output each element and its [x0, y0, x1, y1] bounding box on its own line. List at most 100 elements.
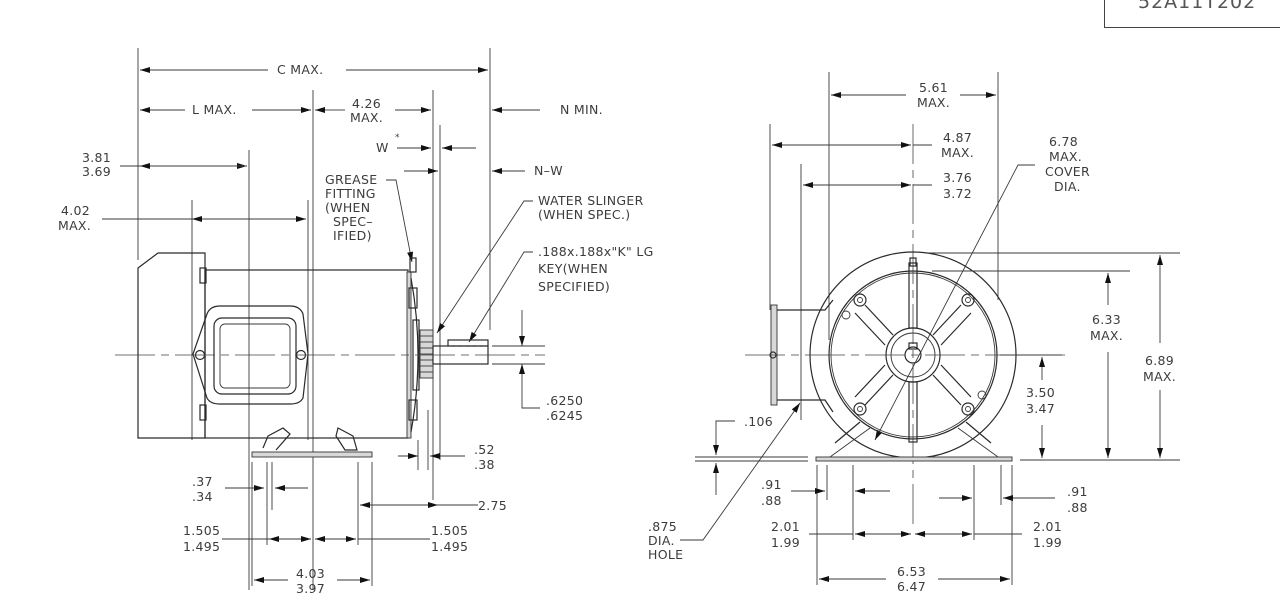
l-max-label: L MAX.	[192, 102, 237, 117]
dim-3-76: 3.76 3.72	[803, 170, 972, 201]
svg-text:(WHEN SPEC.): (WHEN SPEC.)	[538, 207, 630, 222]
svg-text:.34: .34	[192, 489, 213, 504]
dim-3-81-lower: 3.69	[82, 164, 111, 179]
svg-text:6.33: 6.33	[1092, 312, 1121, 327]
svg-text:3.50: 3.50	[1026, 385, 1055, 400]
dim-3-81: 3.81 3.69	[82, 150, 247, 179]
svg-text:MAX.: MAX.	[1090, 328, 1123, 343]
svg-text:3.76: 3.76	[943, 170, 972, 185]
svg-text:.88: .88	[1067, 500, 1088, 515]
svg-text:.37: .37	[192, 474, 213, 489]
svg-text:SPECIFIED): SPECIFIED)	[538, 279, 610, 294]
dim-1-505: 1.505 1.495 1.505 1.495	[183, 523, 468, 554]
hole-note: .875 DIA. HOLE	[648, 402, 801, 562]
svg-text:MAX.: MAX.	[917, 95, 950, 110]
dim-6-89: 6.89 MAX.	[1143, 255, 1176, 458]
svg-text:.52: .52	[474, 442, 495, 457]
svg-text:.91: .91	[761, 477, 782, 492]
dim-4-03: 4.03 3.97	[254, 566, 370, 596]
dim-5-61: 5.61 MAX.	[831, 80, 996, 110]
svg-text:1.505: 1.505	[183, 523, 220, 538]
svg-text:6.78: 6.78	[1049, 134, 1078, 149]
dim-91-right: .91 .88	[939, 484, 1088, 515]
dim-w: W *	[376, 133, 476, 155]
svg-text:DIA.: DIA.	[1054, 179, 1081, 194]
svg-text:.106: .106	[744, 414, 773, 429]
dim-3-81-upper: 3.81	[82, 150, 111, 165]
dim-l-max: L MAX.	[140, 102, 330, 117]
svg-text:5.61: 5.61	[919, 80, 948, 95]
svg-text:KEY(WHEN: KEY(WHEN	[538, 261, 608, 276]
svg-text:3.47: 3.47	[1026, 401, 1055, 416]
svg-text:SPEC–: SPEC–	[333, 214, 373, 229]
dim-4-26-value: 4.26	[352, 96, 381, 111]
dim-4-02-value: 4.02	[61, 203, 90, 218]
dim-n-min: N MIN.	[492, 102, 603, 117]
svg-text:(WHEN: (WHEN	[325, 200, 370, 215]
dim-4-02: 4.02 MAX.	[58, 200, 306, 440]
dim-4-26: 4.26 MAX.	[330, 96, 431, 125]
svg-text:MAX.: MAX.	[1143, 369, 1176, 384]
key-note: .188x.188x"K" LG KEY(WHEN SPECIFIED)	[468, 244, 654, 343]
dim-52-38: .52 .38	[398, 410, 495, 472]
svg-text:1.495: 1.495	[431, 539, 468, 554]
w-asterisk: *	[395, 133, 400, 143]
grease-fitting-note: GREASE FITTING (WHEN SPEC– IFIED)	[325, 172, 414, 263]
dim-n-w: N–W	[404, 163, 563, 178]
svg-text:WATER SLINGER: WATER SLINGER	[538, 193, 644, 208]
n-min-label: N MIN.	[560, 102, 603, 117]
dim-4-02-max: MAX.	[58, 218, 91, 233]
svg-text:6.89: 6.89	[1145, 353, 1174, 368]
c-max-label: C MAX.	[277, 62, 323, 77]
dim-106: .106	[695, 414, 808, 495]
dim-6-53: 6.53 6.47	[819, 564, 1010, 594]
svg-text:1.495: 1.495	[183, 539, 220, 554]
dim-37-34: .37 .34	[192, 474, 308, 504]
motor-end-face	[769, 251, 1017, 462]
svg-text:GREASE: GREASE	[325, 172, 377, 187]
svg-text:2.01: 2.01	[771, 519, 800, 534]
side-view: C MAX. L MAX. 4.26 MAX. N MIN. W *	[58, 48, 654, 596]
svg-text:2.75: 2.75	[478, 498, 507, 513]
dim-3-50: 3.50 3.47	[1000, 354, 1062, 458]
dim-91-left: .91 .88	[761, 477, 890, 508]
dim-2-75: 2.75	[360, 498, 507, 513]
svg-text:4.87: 4.87	[943, 130, 972, 145]
svg-text:6.53: 6.53	[897, 564, 926, 579]
dim-4-87: 4.87 MAX.	[772, 130, 974, 160]
svg-text:1.99: 1.99	[771, 535, 800, 550]
n-w-label: N–W	[534, 163, 563, 178]
svg-text:MAX.: MAX.	[941, 145, 974, 160]
w-label: W	[376, 140, 389, 155]
dim-2-01: 2.01 1.99 2.01 1.99	[771, 519, 1062, 550]
water-slinger-note: WATER SLINGER (WHEN SPEC.)	[436, 193, 644, 334]
svg-text:COVER: COVER	[1045, 164, 1090, 179]
svg-text:6.47: 6.47	[897, 579, 926, 594]
svg-text:.91: .91	[1067, 484, 1088, 499]
svg-text:.6250: .6250	[546, 393, 583, 408]
svg-text:.88: .88	[761, 493, 782, 508]
cover-dia-note: 6.78 MAX. COVER DIA.	[874, 134, 1090, 441]
svg-text:MAX.: MAX.	[1049, 149, 1082, 164]
svg-text:2.01: 2.01	[1033, 519, 1062, 534]
dim-4-26-max: MAX.	[350, 110, 383, 125]
svg-text:DIA.: DIA.	[648, 533, 675, 548]
svg-text:3.97: 3.97	[296, 581, 325, 596]
svg-text:4.03: 4.03	[296, 566, 325, 581]
svg-text:HOLE: HOLE	[648, 547, 683, 562]
svg-text:.875: .875	[648, 519, 677, 534]
svg-text:1.99: 1.99	[1033, 535, 1062, 550]
svg-text:.6245: .6245	[546, 408, 583, 423]
title-block	[1104, 0, 1280, 28]
svg-text:3.72: 3.72	[943, 186, 972, 201]
svg-text:1.505: 1.505	[431, 523, 468, 538]
svg-text:.188x.188x"K" LG: .188x.188x"K" LG	[538, 244, 654, 259]
svg-text:FITTING: FITTING	[325, 186, 376, 201]
drawing-number: 52A11T202	[1138, 0, 1257, 13]
svg-text:IFIED): IFIED)	[333, 228, 372, 243]
dim-shaft-dia: .6250 .6245	[492, 310, 583, 423]
svg-text:.38: .38	[474, 457, 495, 472]
dim-c-max: C MAX.	[140, 62, 488, 77]
dim-6-33: 6.33 MAX.	[1090, 273, 1123, 458]
